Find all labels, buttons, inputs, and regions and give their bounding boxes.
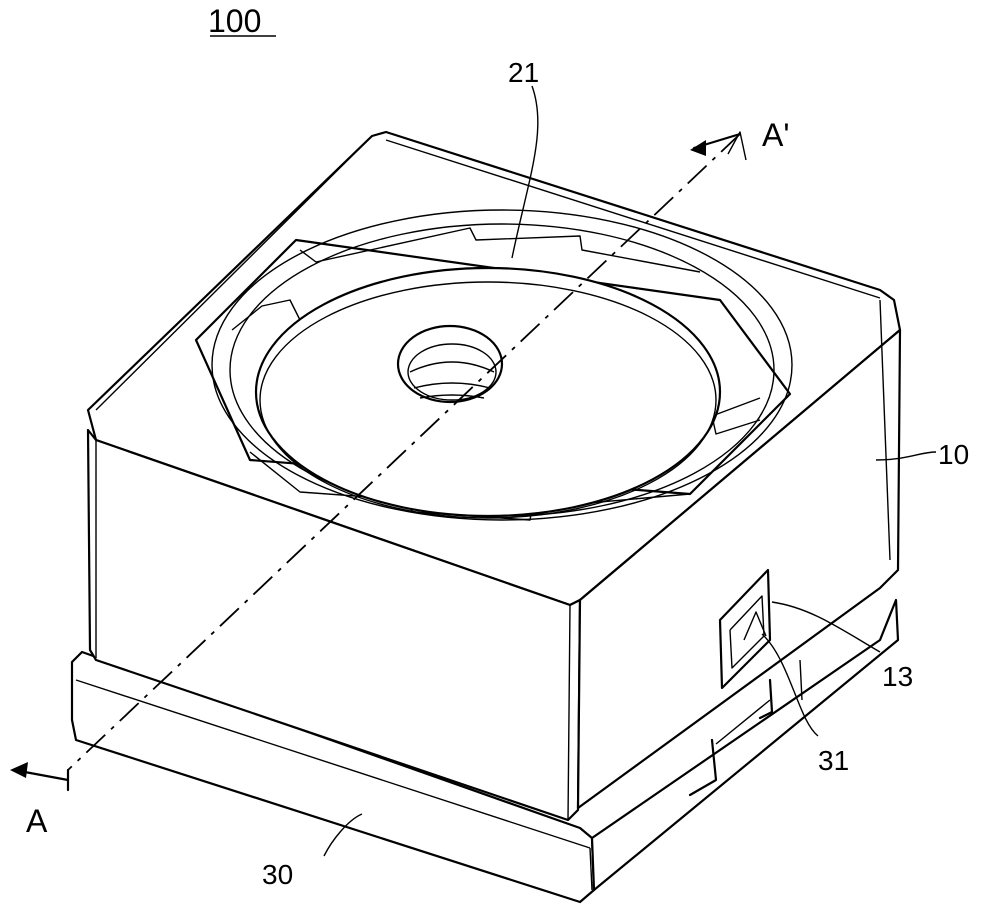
arrow-a-prime-icon	[690, 140, 706, 156]
label-base: 30	[262, 859, 293, 890]
label-housing: 10	[938, 439, 969, 470]
section-label-a: A	[26, 803, 48, 839]
label-housing-slot: 13	[882, 661, 913, 692]
section-label-a-prime: A'	[762, 117, 789, 153]
label-base-hook: 31	[818, 745, 849, 776]
lens-holder-21	[256, 268, 720, 518]
assembly-label: 100	[208, 3, 261, 39]
arrow-a-icon	[10, 762, 28, 778]
label-lens-holder: 21	[508, 57, 539, 88]
